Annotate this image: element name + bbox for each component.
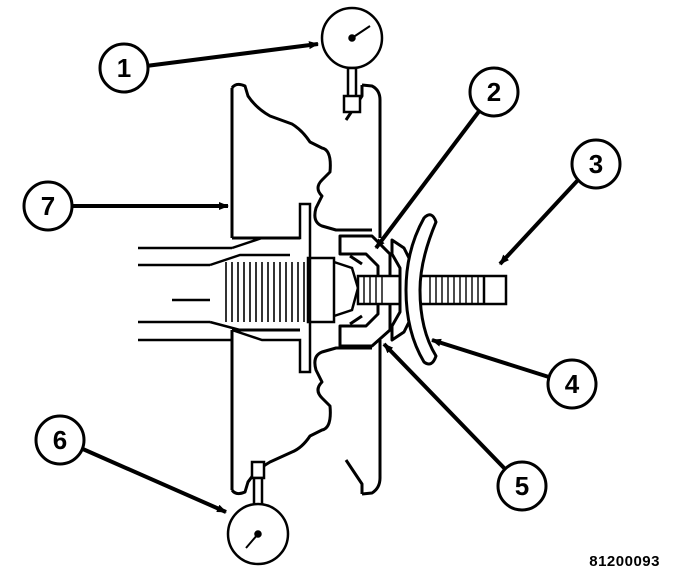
figure-id: 81200093 — [589, 553, 660, 570]
leader-arrow-4 — [431, 338, 553, 380]
callout-label-6: 6 — [53, 425, 67, 455]
dial-indicator-bottom — [226, 460, 290, 566]
callout-3: 3 — [570, 138, 622, 190]
callout-label-1: 1 — [117, 53, 131, 83]
leader-arrows — [70, 41, 580, 514]
leader-arrow-2 — [374, 108, 482, 250]
leader-arrow-1 — [145, 41, 319, 68]
wheel-stud-threads — [225, 262, 305, 322]
leader-arrow-5 — [382, 342, 508, 472]
cone — [338, 234, 392, 348]
leader-arrow-6 — [75, 444, 227, 514]
callout-label-4: 4 — [565, 369, 580, 399]
callout-1: 1 — [98, 42, 150, 94]
threaded-shaft — [356, 274, 508, 306]
callout-4: 4 — [546, 358, 598, 410]
callout-2: 2 — [468, 66, 520, 118]
callout-label-2: 2 — [487, 77, 501, 107]
callout-label-7: 7 — [41, 191, 55, 221]
mounting-plate — [404, 213, 438, 366]
hub-assembly — [138, 202, 360, 374]
leader-arrow-3 — [498, 178, 580, 266]
callout-6: 6 — [34, 414, 86, 466]
callout-label-3: 3 — [589, 149, 603, 179]
callout-label-5: 5 — [515, 471, 529, 501]
callout-7: 7 — [22, 180, 74, 232]
callout-5: 5 — [496, 460, 548, 512]
dial-indicator-top — [320, 6, 384, 114]
